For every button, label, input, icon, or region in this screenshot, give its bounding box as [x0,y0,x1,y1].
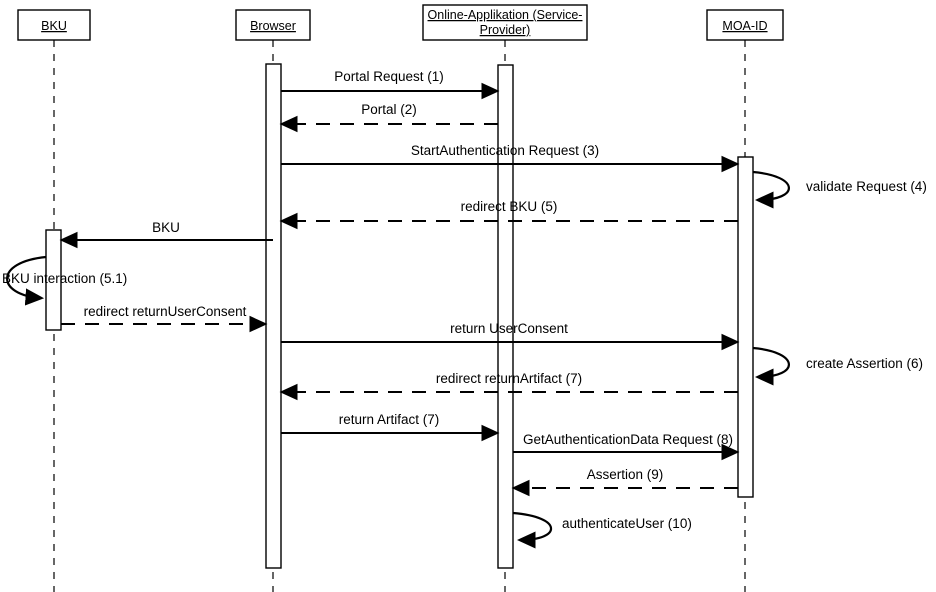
message-redirect-bku[interactable]: redirect BKU (5) [279,199,738,230]
participant-label-online-applikation-line2: Provider) [480,23,531,37]
message-label-portal-request: Portal Request (1) [334,69,444,84]
participant-box-online-applikation[interactable]: Online-Applikation (Service- Provider) [422,4,588,41]
message-label-redirect-bku: redirect BKU (5) [461,199,558,214]
message-validate-request[interactable]: validate Request (4) [752,170,927,209]
activation-bar-bku [45,229,62,331]
participant-box-moaid[interactable]: MOA-ID [706,9,784,41]
message-assertion[interactable]: Assertion (9) [511,467,738,497]
message-label-portal: Portal (2) [361,102,417,117]
activation-bars-group [45,63,754,569]
message-label-getauthenticationdata-request: GetAuthenticationData Request (8) [523,432,733,447]
message-bku-interaction[interactable]: BKU interaction (5.1) [2,255,127,306]
message-return-artifact[interactable]: return Artifact (7) [281,412,500,442]
message-label-return-userconsent: return UserConsent [450,321,568,336]
message-selfloop-bku-interaction [6,255,47,306]
message-portal-request[interactable]: Portal Request (1) [281,69,500,100]
participant-label-online-applikation-line1: Online-Applikation (Service- [428,8,583,22]
message-label-authenticateuser: authenticateUser (10) [562,516,692,531]
participant-label-browser: Browser [250,19,296,33]
message-label-redirect-returnuserconsent: redirect returnUserConsent [84,304,247,319]
message-selfloop-create-assertion [752,346,790,386]
message-getauthenticationdata-request[interactable]: GetAuthenticationData Request (8) [513,432,740,461]
message-portal[interactable]: Portal (2) [279,102,498,133]
message-return-userconsent[interactable]: return UserConsent [281,321,740,351]
message-label-startauthentication-request: StartAuthentication Request (3) [411,143,599,158]
message-selfloop-validate-request [752,170,790,209]
message-label-assertion: Assertion (9) [587,467,664,482]
message-label-validate-request: validate Request (4) [806,179,927,194]
participant-box-bku[interactable]: BKU [17,9,91,41]
message-selfloop-authenticateuser [512,511,553,549]
message-redirect-returnuserconsent[interactable]: redirect returnUserConsent [61,304,268,333]
activation-bar-moaid [737,156,754,498]
participant-box-browser[interactable]: Browser [235,9,311,41]
message-label-bku: BKU [152,220,180,235]
message-label-create-assertion: create Assertion (6) [806,356,923,371]
message-startauthentication-request[interactable]: StartAuthentication Request (3) [281,143,740,173]
message-label-bku-interaction: BKU interaction (5.1) [2,271,127,286]
participant-label-bku: BKU [41,19,67,33]
message-redirect-returnartifact[interactable]: redirect returnArtifact (7) [279,371,738,401]
message-create-assertion[interactable]: create Assertion (6) [752,346,923,386]
activation-bar-browser [265,63,282,569]
participant-label-moaid: MOA-ID [722,19,767,33]
message-label-redirect-returnartifact: redirect returnArtifact (7) [436,371,582,386]
message-authenticateuser[interactable]: authenticateUser (10) [512,511,692,549]
message-bku[interactable]: BKU [59,220,273,249]
message-label-return-artifact: return Artifact (7) [339,412,440,427]
activation-bar-online-applikation [497,64,514,569]
